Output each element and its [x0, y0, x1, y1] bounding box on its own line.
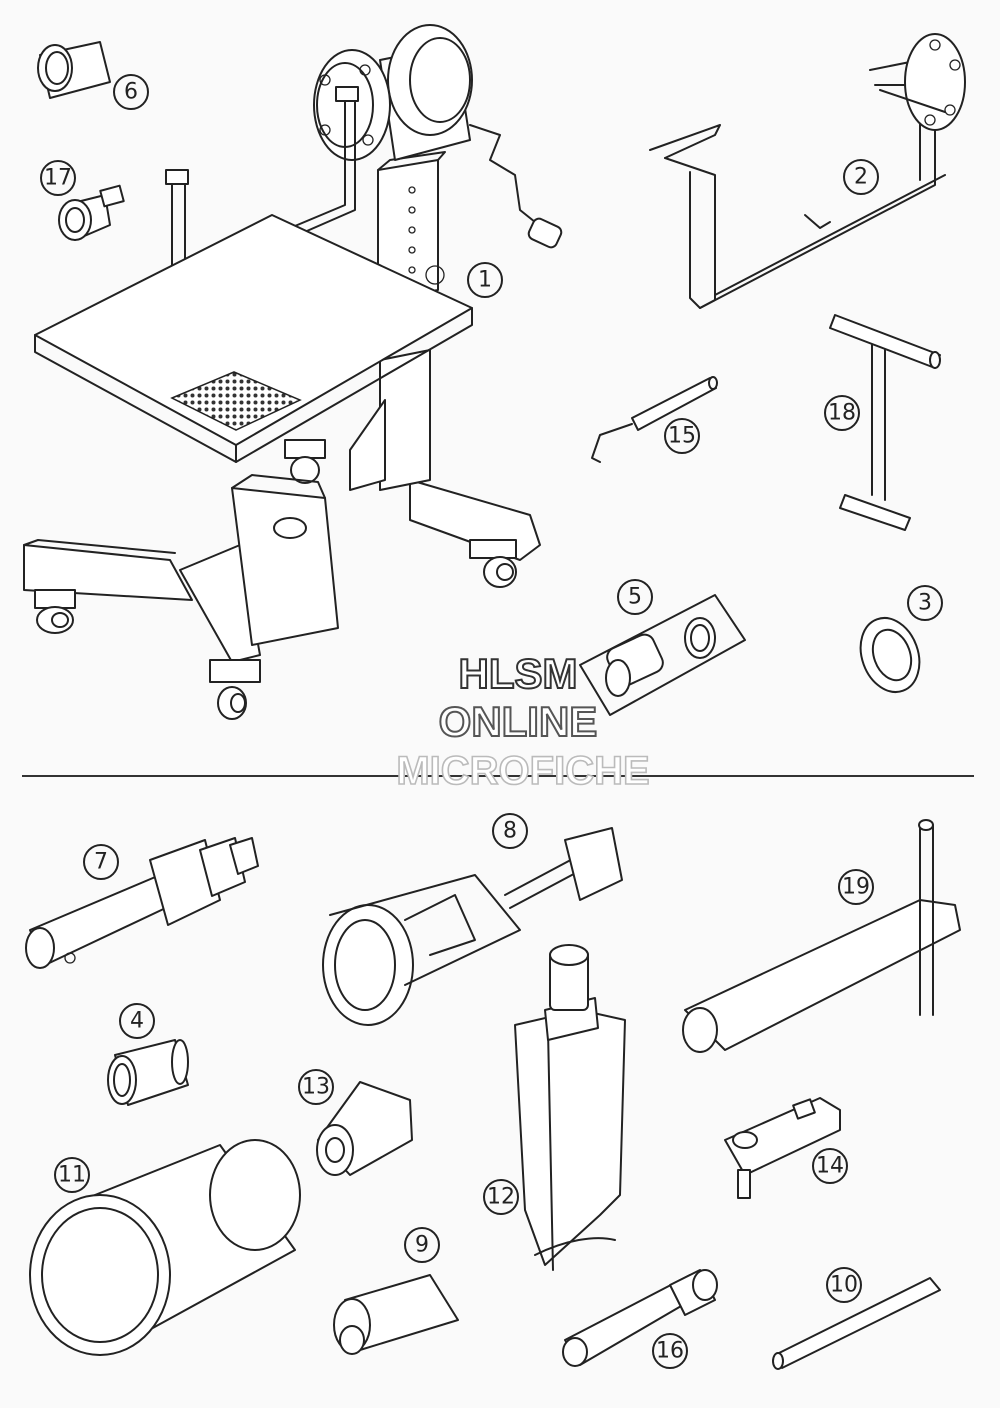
part-7-puller-bolt	[25, 837, 259, 969]
part-9-press-tool	[333, 1274, 459, 1355]
callout-9: 9	[404, 1227, 440, 1263]
watermark: HLSM ONLINE MICROFICHE	[396, 649, 651, 794]
callout-2: 2	[843, 159, 879, 195]
callout-15-label: 15	[668, 424, 696, 449]
callout-16: 16	[652, 1333, 688, 1369]
caster-wheel-rear	[284, 439, 326, 484]
callout-18: 18	[824, 395, 860, 431]
callout-1: 1	[467, 262, 503, 298]
callout-11-label: 11	[58, 1163, 86, 1188]
part-6-bushing	[37, 41, 111, 99]
part-12-drift-block	[514, 944, 626, 1271]
callout-12-label: 12	[487, 1185, 515, 1210]
callout-14-label: 14	[816, 1154, 844, 1179]
callout-6-label: 6	[124, 80, 138, 105]
part-1-engine-stand	[23, 24, 563, 720]
callout-5: 5	[617, 579, 653, 615]
callout-11: 11	[54, 1157, 90, 1193]
watermark-line-2: ONLINE	[439, 698, 598, 745]
callout-10: 10	[826, 1267, 862, 1303]
part-19-t-bar-mandrel	[682, 819, 961, 1053]
callout-6: 6	[113, 74, 149, 110]
callout-1-label: 1	[478, 268, 492, 293]
callout-4-label: 4	[130, 1009, 144, 1034]
callout-18-label: 18	[828, 401, 856, 426]
callout-13-label: 13	[302, 1075, 330, 1100]
callout-4: 4	[119, 1003, 155, 1039]
callout-9-label: 9	[415, 1233, 429, 1258]
callout-5-label: 5	[628, 585, 642, 610]
caster-wheel-left	[34, 589, 76, 634]
part-3-ring-wrench	[859, 617, 921, 693]
part-8-bearing-puller	[322, 827, 623, 1026]
callout-8-label: 8	[503, 819, 517, 844]
part-4-sleeve	[107, 1039, 189, 1106]
callout-17-label: 17	[44, 166, 72, 191]
watermark-line-1: HLSM	[459, 650, 578, 697]
part-2-engine-holder	[649, 33, 966, 309]
caster-wheel-right	[469, 539, 517, 588]
callout-17: 17	[40, 160, 76, 196]
callout-3: 3	[907, 585, 943, 621]
callout-13: 13	[298, 1069, 334, 1105]
callout-12: 12	[483, 1179, 519, 1215]
callout-7: 7	[83, 844, 119, 880]
part-11-large-sleeve	[29, 1139, 301, 1356]
callout-15: 15	[664, 418, 700, 454]
callout-2-label: 2	[854, 165, 868, 190]
part-5-mandrel-set	[579, 594, 746, 716]
callout-19: 19	[838, 869, 874, 905]
part-13-cone	[316, 1081, 413, 1176]
callout-8: 8	[492, 813, 528, 849]
part-15-pin-wrench	[591, 376, 718, 463]
part-16-insert-tool	[562, 1269, 718, 1367]
callout-16-label: 16	[656, 1339, 684, 1364]
part-18-t-handle	[829, 314, 941, 531]
caster-wheel-front	[209, 659, 261, 720]
watermark-line-3: MICROFICHE	[396, 749, 649, 793]
callout-7-label: 7	[94, 850, 108, 875]
part-10-drift-rod	[772, 1277, 941, 1370]
part-14-adapter-lever	[724, 1097, 841, 1199]
part-17-nut-adapter	[58, 184, 125, 241]
callout-3-label: 3	[918, 591, 932, 616]
callout-19-label: 19	[842, 875, 870, 900]
callout-14: 14	[812, 1148, 848, 1184]
callout-10-label: 10	[830, 1273, 858, 1298]
